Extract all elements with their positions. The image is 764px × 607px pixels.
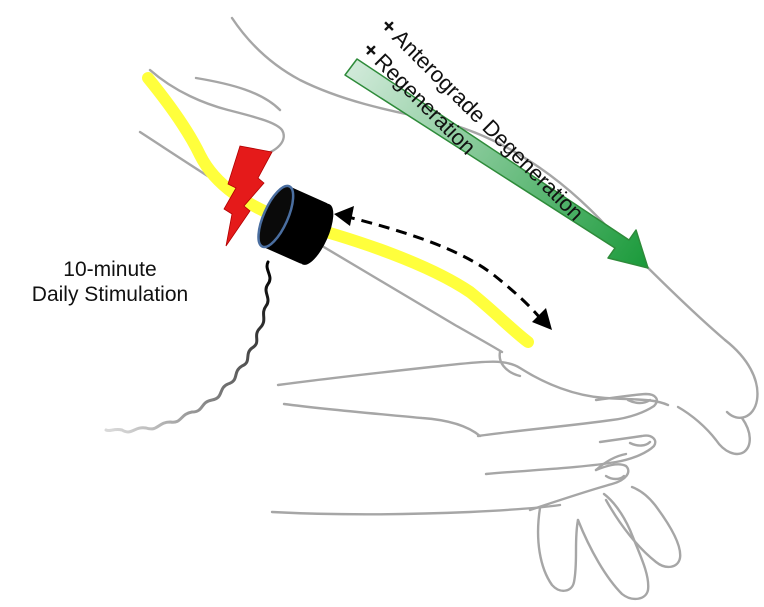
finger-3 xyxy=(528,463,630,512)
near-hand-thumb xyxy=(282,402,482,438)
finger-1-nail xyxy=(626,398,652,405)
gradient-arrow-icon xyxy=(344,58,649,269)
near-hand-back xyxy=(276,360,670,407)
dashed-double-arrow-icon xyxy=(334,206,552,330)
forearm-lower-contour xyxy=(138,130,504,354)
finger-2 xyxy=(484,434,657,476)
finger-5 xyxy=(576,492,650,601)
arm-hand-outline xyxy=(138,16,759,601)
elbow-inner-crease xyxy=(194,76,282,112)
far-finger-contour xyxy=(676,405,751,456)
finger-1 xyxy=(476,392,658,438)
near-hand-wrist-top xyxy=(498,350,522,378)
finger-6 xyxy=(604,485,682,569)
coiled-cable-icon xyxy=(104,260,272,434)
finger-7 xyxy=(594,452,628,472)
finger-2-nail xyxy=(628,440,652,447)
stimulation-label: 10-minute Daily Stimulation xyxy=(20,257,200,307)
finger-4 xyxy=(536,506,580,592)
finger-3-nail xyxy=(604,474,626,481)
elbow-crease xyxy=(148,68,285,158)
near-hand-palm-line xyxy=(270,503,562,516)
stimulation-label-line-2: Daily Stimulation xyxy=(31,283,189,306)
lightning-bolt-icon xyxy=(223,145,273,247)
far-hand-contour xyxy=(723,338,759,419)
stimulation-label-line-1: 10-minute xyxy=(63,258,157,281)
stimulator-device-icon xyxy=(257,184,334,265)
